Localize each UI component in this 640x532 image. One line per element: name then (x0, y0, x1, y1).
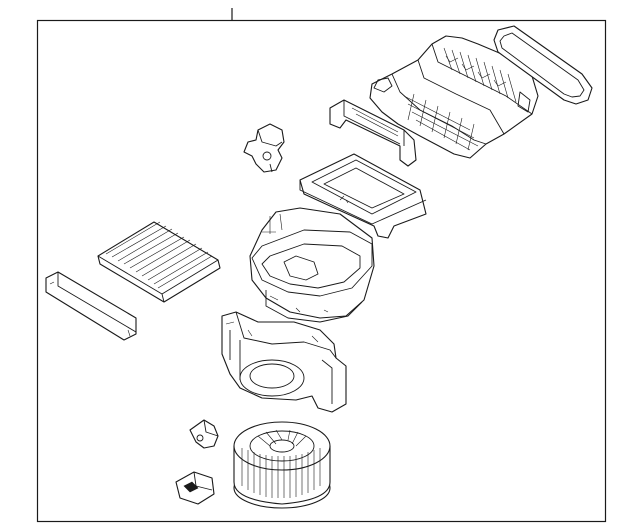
resistor-icon (189, 419, 219, 449)
actuator-icon (243, 123, 285, 173)
blower-lower-case-icon (221, 311, 347, 413)
diagram-frame (36, 19, 607, 523)
hvac-case-housing-icon (369, 35, 539, 159)
cabin-air-filter-icon (97, 221, 221, 303)
duct-bracket-icon (329, 99, 417, 167)
blower-motor-icon (233, 421, 331, 509)
filter-housing-cover-icon (299, 153, 427, 239)
seal-gasket-icon (493, 25, 593, 105)
blower-upper-case-icon (249, 207, 375, 323)
connector-icon (175, 471, 215, 505)
filter-door-icon (45, 271, 137, 341)
